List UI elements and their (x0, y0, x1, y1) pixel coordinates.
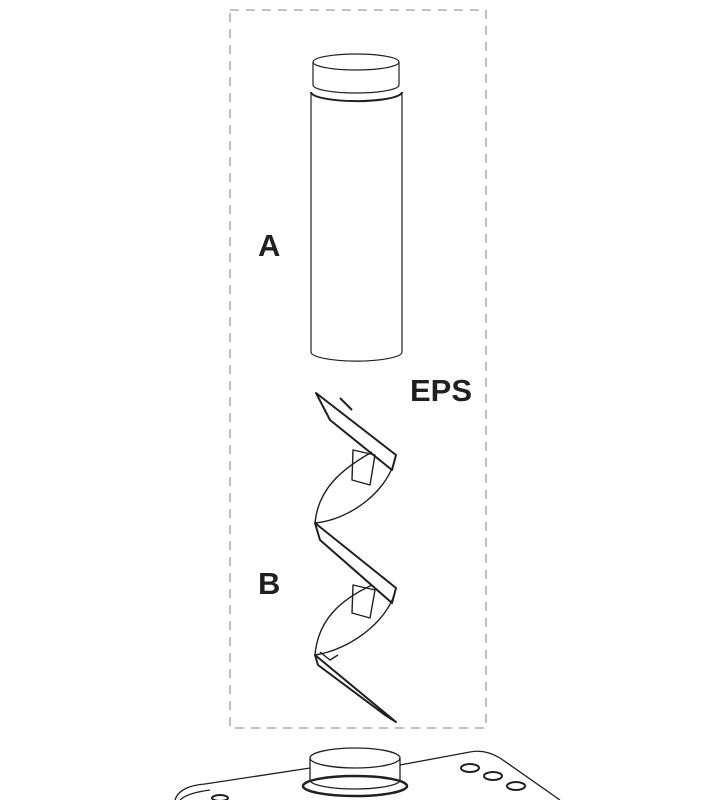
base-unit (174, 747, 561, 800)
part-b-zigzag-insert (314, 392, 397, 723)
eps-label: EPS (410, 373, 473, 408)
part-b-label: B (258, 566, 281, 601)
part-a-cylinder (310, 53, 403, 362)
part-a-label: A (258, 228, 281, 263)
eps-dashed-boundary (229, 9, 487, 729)
